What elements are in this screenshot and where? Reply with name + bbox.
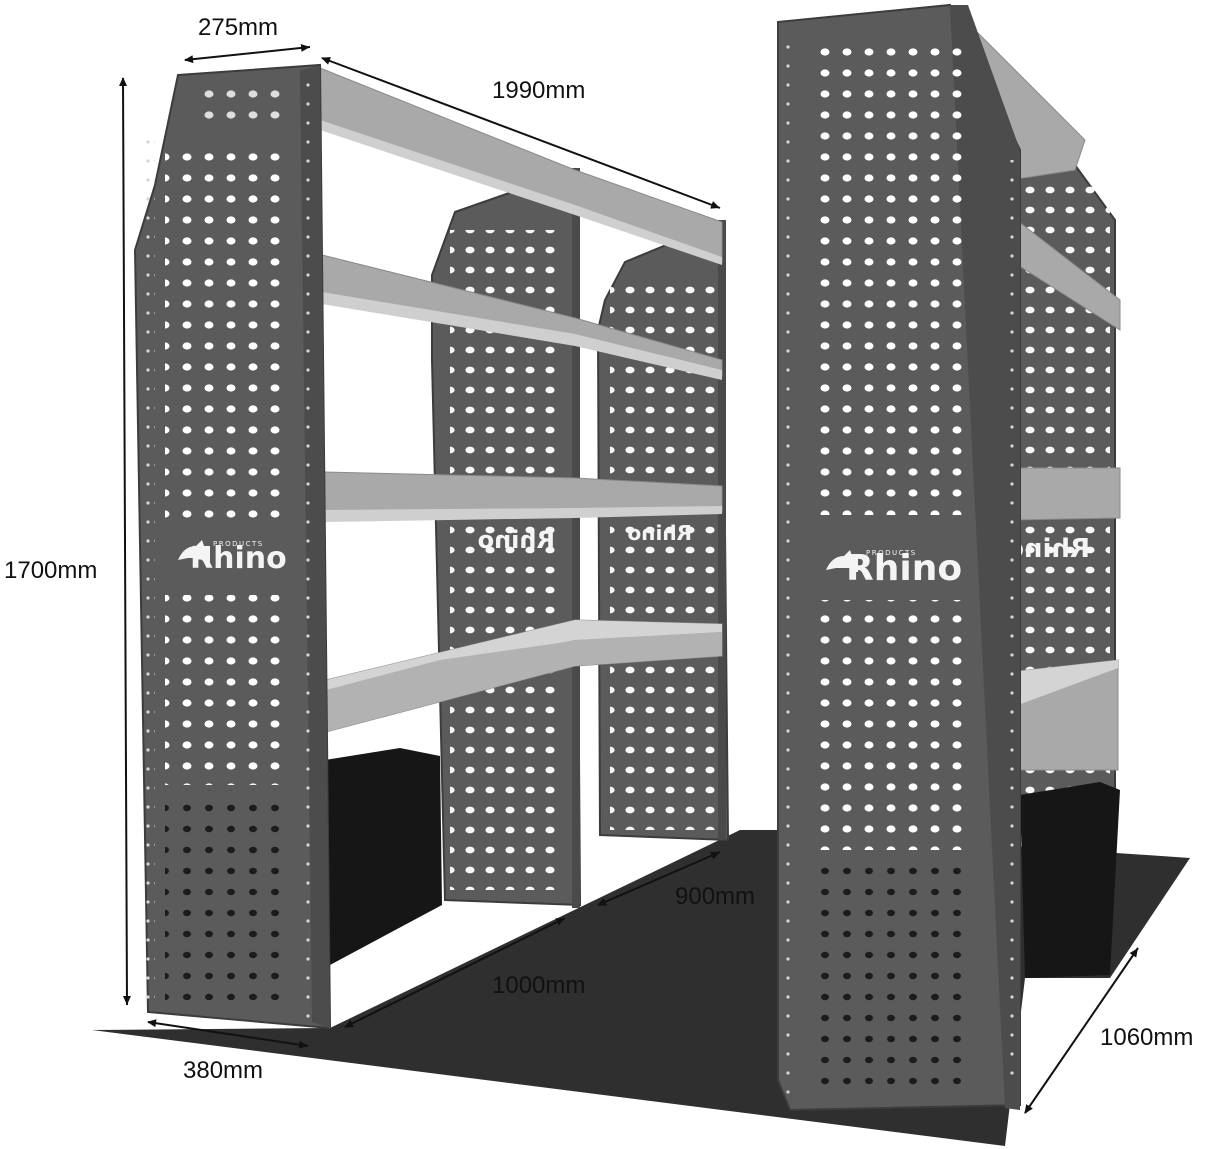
logo-tagline-left: PRODUCTS <box>213 540 264 548</box>
logo-brand-left: Rhino <box>190 541 287 576</box>
dim-line-275 <box>184 43 311 64</box>
dimension-lines <box>119 43 1139 1114</box>
dim-line-1990 <box>321 57 721 209</box>
rhino-logo-right: PRODUCTS Rhino <box>826 548 962 589</box>
dim-line-1000 <box>344 917 566 1028</box>
storage-box-left <box>325 748 442 965</box>
right-front-panel <box>777 3 1021 1112</box>
label-1990mm: 1990mm <box>492 77 585 104</box>
logo-brand-mirrored: Rhino <box>478 526 555 554</box>
dim-line-1060 <box>1024 947 1139 1114</box>
rhino-icon <box>178 540 210 562</box>
label-900mm: 900mm <box>675 883 755 910</box>
label-1000mm: 1000mm <box>492 972 585 999</box>
mirrored-logo-mid: Rhino <box>478 526 555 554</box>
rhino-logo-left: PRODUCTS Rhino <box>178 540 287 576</box>
dim-line-380 <box>147 1019 309 1049</box>
storage-box-right <box>1020 782 1120 978</box>
mirrored-logo-rear: Rhino <box>628 521 692 545</box>
left-front-panel <box>133 63 332 1030</box>
right-shelves <box>949 3 1121 771</box>
dim-line-1700 <box>119 77 131 1006</box>
left-rack-middle-panel <box>431 168 582 908</box>
label-380mm: 380mm <box>183 1057 263 1084</box>
rhino-icon <box>826 550 858 572</box>
logo-brand-right: Rhino <box>846 548 962 589</box>
dim-line-900 <box>597 851 721 906</box>
dimension-labels: 275mm 1990mm 1700mm 900mm 1000mm 380mm 1… <box>4 14 1193 1084</box>
logo-brand-mirrored-rear: Rhino <box>628 521 692 545</box>
label-1060mm: 1060mm <box>1100 1024 1193 1051</box>
logo-tagline-right: PRODUCTS <box>866 549 917 557</box>
label-1700mm: 1700mm <box>4 557 97 584</box>
label-275mm: 275mm <box>198 14 278 41</box>
